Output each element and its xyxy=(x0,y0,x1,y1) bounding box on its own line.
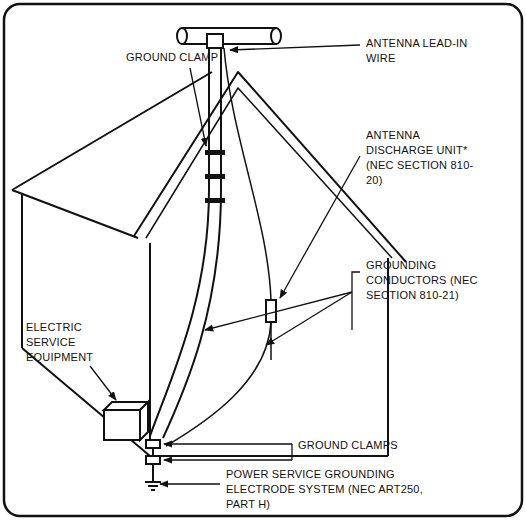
clamp xyxy=(146,440,160,448)
antenna-end xyxy=(177,28,187,44)
leader xyxy=(90,366,116,400)
box-side xyxy=(140,402,148,440)
discharge-unit xyxy=(266,300,276,322)
ground-bar xyxy=(148,485,158,487)
roof-ridge xyxy=(12,72,212,190)
leader xyxy=(205,292,352,330)
leader xyxy=(190,68,206,146)
antenna-hub xyxy=(207,34,223,48)
grounding-conductor xyxy=(166,322,271,446)
wire xyxy=(152,448,154,456)
clamp xyxy=(205,174,225,179)
leader xyxy=(164,443,292,444)
service-equipment xyxy=(104,402,148,440)
callout-label: ANTENNA LEAD-IN WIRE xyxy=(366,36,476,66)
lead-in-wire xyxy=(224,48,271,300)
antenna-bar xyxy=(182,28,276,44)
ground-clamps xyxy=(146,440,160,464)
leader xyxy=(230,45,360,50)
front-corner xyxy=(149,243,151,440)
leader xyxy=(160,483,220,484)
front-wall-edge xyxy=(387,258,389,456)
ground-bar xyxy=(145,481,161,483)
frame xyxy=(4,4,522,516)
electrode-rod xyxy=(152,464,154,482)
antenna xyxy=(177,28,281,48)
leader xyxy=(352,272,360,330)
leader xyxy=(164,459,292,460)
mast-left xyxy=(150,48,209,436)
clamp xyxy=(205,198,225,203)
leader xyxy=(266,292,352,345)
callout-label: GROUND CLAMP xyxy=(126,50,226,65)
mast xyxy=(150,48,271,446)
leader xyxy=(280,156,360,298)
side-wall-edge xyxy=(21,194,23,348)
gable-inner xyxy=(146,88,392,258)
callout-label: ELECTRIC SERVICE EQUIPMENT xyxy=(26,320,121,365)
mast-clamps xyxy=(205,150,225,203)
leader xyxy=(291,444,292,460)
front-wall-bottom xyxy=(150,455,388,457)
callout-label: ANTENNA DISCHARGE UNIT* (NEC SECTION 810… xyxy=(366,128,486,187)
box-front xyxy=(104,410,140,440)
clamp xyxy=(205,150,225,155)
callout-label: GROUNDING CONDUCTORS (NEC SECTION 810-21… xyxy=(366,258,486,303)
callout-label: GROUND CLAMPS xyxy=(298,438,418,453)
electrode xyxy=(145,448,161,490)
callout-label: POWER SERVICE GROUNDING ELECTRODE SYSTEM… xyxy=(226,467,436,512)
antenna-end xyxy=(271,28,281,44)
leaders xyxy=(90,45,360,484)
mast-right xyxy=(163,48,221,438)
roof-eave xyxy=(12,190,138,238)
ground-bar xyxy=(151,489,155,491)
clamp xyxy=(146,456,160,464)
side-wall-bottom xyxy=(22,348,150,456)
gable-outer xyxy=(134,72,406,262)
